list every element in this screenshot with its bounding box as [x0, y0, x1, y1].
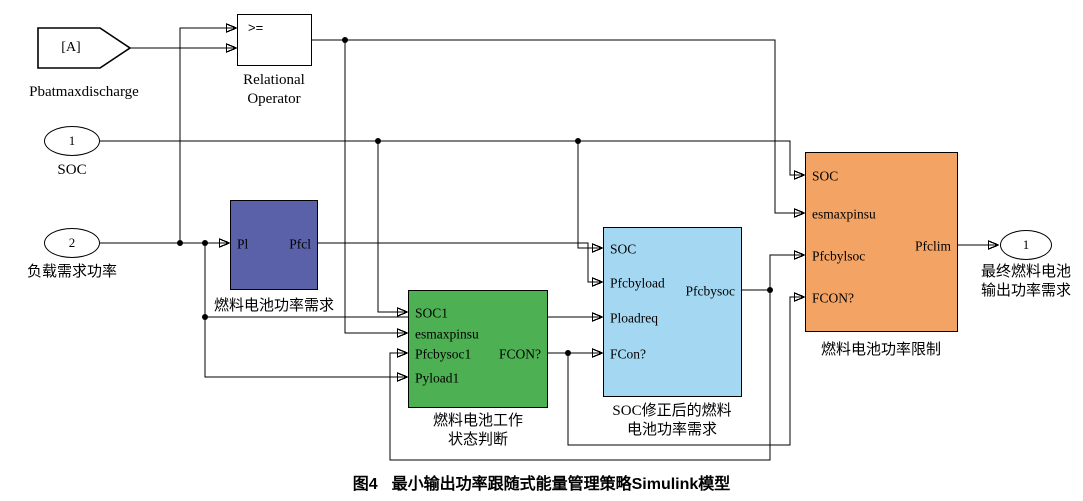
- port-label-fcon-limit: FCON?: [812, 290, 855, 306]
- subsystem-soc-corrected-demand[interactable]: SOC Pfcbyload Ploadreq FCon? Pfcbysoc: [603, 227, 742, 397]
- inport-soc[interactable]: 1: [44, 126, 100, 156]
- wire-soc-to-soc-corrected: [577, 141, 602, 248]
- wire-relational-to-esmaxpinsu-limit: [312, 39, 804, 213]
- relational-operator-label-line2: Operator: [247, 91, 301, 107]
- relational-operator-symbol: >=: [248, 20, 264, 35]
- wire-load-to-pyload1: [204, 243, 407, 377]
- wire-soc-to-soc1-state: [377, 141, 407, 312]
- port-label-esmaxpinsu-limit: esmaxpinsu: [812, 206, 876, 222]
- inport-load[interactable]: 2: [44, 228, 100, 258]
- wire-pfcl-to-pfcbyload: [318, 242, 602, 282]
- port-label-pfcl: Pfcl: [289, 236, 311, 252]
- from-tag-label: Pbatmaxdischarge: [29, 84, 139, 100]
- subsystem-fc-power-limit[interactable]: SOC esmaxpinsu Pfcbylsoc FCON? Pfclim: [805, 152, 958, 332]
- wire-pfcbysoc-to-pfcbylsoc: [742, 255, 804, 291]
- label-fc-power-demand: 燃料电池功率需求: [213, 298, 334, 314]
- figure-title: 最小输出功率跟随式能量管理策略Simulink模型: [391, 476, 731, 493]
- outport-final-demand[interactable]: 1: [1000, 230, 1052, 260]
- port-label-fcon-in: FCon?: [610, 346, 647, 362]
- relational-operator-label: Relational Operator: [199, 71, 349, 109]
- wire-load-to-relational: [179, 28, 236, 243]
- outport-label-line2: 输出功率需求: [980, 283, 1071, 299]
- from-tag-shape[interactable]: [37, 27, 132, 69]
- outport-label-line1: 最终燃料电池: [980, 264, 1071, 280]
- port-label-soc-limit: SOC: [812, 168, 839, 184]
- port-label-pfcbylsoc: Pfcbylsoc: [812, 248, 866, 264]
- inport-load-label: 负载需求功率: [26, 264, 117, 280]
- label-soc-corrected-demand: SOC修正后的燃料 电池功率需求: [582, 402, 762, 440]
- outport-label: 最终燃料电池 输出功率需求: [956, 263, 1083, 301]
- port-label-pfcbysoc1: Pfcbysoc1: [415, 346, 472, 362]
- inport-soc-label: SOC: [57, 162, 87, 178]
- label-fc-state-line1: 燃料电池工作: [432, 413, 523, 429]
- subsystem-fc-power-demand[interactable]: Pl Pfcl: [230, 200, 318, 290]
- label-fc-power-limit: 燃料电池功率限制: [820, 342, 941, 358]
- port-label-esmaxpinsu-state: esmaxpinsu: [415, 326, 479, 342]
- inport-soc-number: 1: [68, 133, 76, 148]
- wire-pfcbysoc-to-pfcbysoc1-feedback: [389, 290, 771, 461]
- port-label-fcon-out: FCON?: [498, 346, 541, 362]
- port-label-pfclim: Pfclim: [915, 238, 951, 254]
- relational-operator-block[interactable]: >=: [237, 14, 312, 66]
- figure-caption: 图4 最小输出功率跟随式能量管理策略Simulink模型: [0, 470, 1083, 494]
- wire-relational-to-esmaxpinsu-state: [344, 40, 407, 333]
- label-fc-state-judge: 燃料电池工作 状态判断: [398, 412, 558, 450]
- port-label-soc-corrected: SOC: [610, 241, 637, 257]
- label-soc-corrected-line1: SOC修正后的燃料: [612, 403, 732, 419]
- wire-soc-to-soc-limit: [100, 140, 804, 175]
- port-label-pyload1: Pyload1: [415, 370, 460, 386]
- from-tag-text: [A]: [61, 40, 81, 55]
- port-label-soc1: SOC1: [415, 305, 449, 321]
- label-fc-state-line2: 状态判断: [447, 432, 508, 448]
- port-label-pfcbysoc-out: Pfcbysoc: [685, 283, 736, 299]
- junction-dots: [177, 37, 773, 356]
- port-label-ploadreq: Ploadreq: [610, 310, 658, 326]
- port-label-pl: Pl: [237, 236, 249, 252]
- outport-number: 1: [1022, 237, 1030, 252]
- connection-wires: [100, 28, 998, 461]
- subsystem-fc-state-judge[interactable]: SOC1 esmaxpinsu Pfcbysoc1 Pyload1 FCON?: [408, 290, 548, 408]
- wire-fcon-to-fcon-limit: [567, 297, 804, 446]
- label-soc-corrected-line2: 电池功率需求: [626, 422, 717, 438]
- relational-operator-label-line1: Relational: [243, 72, 305, 88]
- inport-load-number: 2: [68, 235, 76, 250]
- figure-number: 图4: [352, 476, 378, 493]
- port-label-pfcbyload: Pfcbyload: [610, 275, 665, 291]
